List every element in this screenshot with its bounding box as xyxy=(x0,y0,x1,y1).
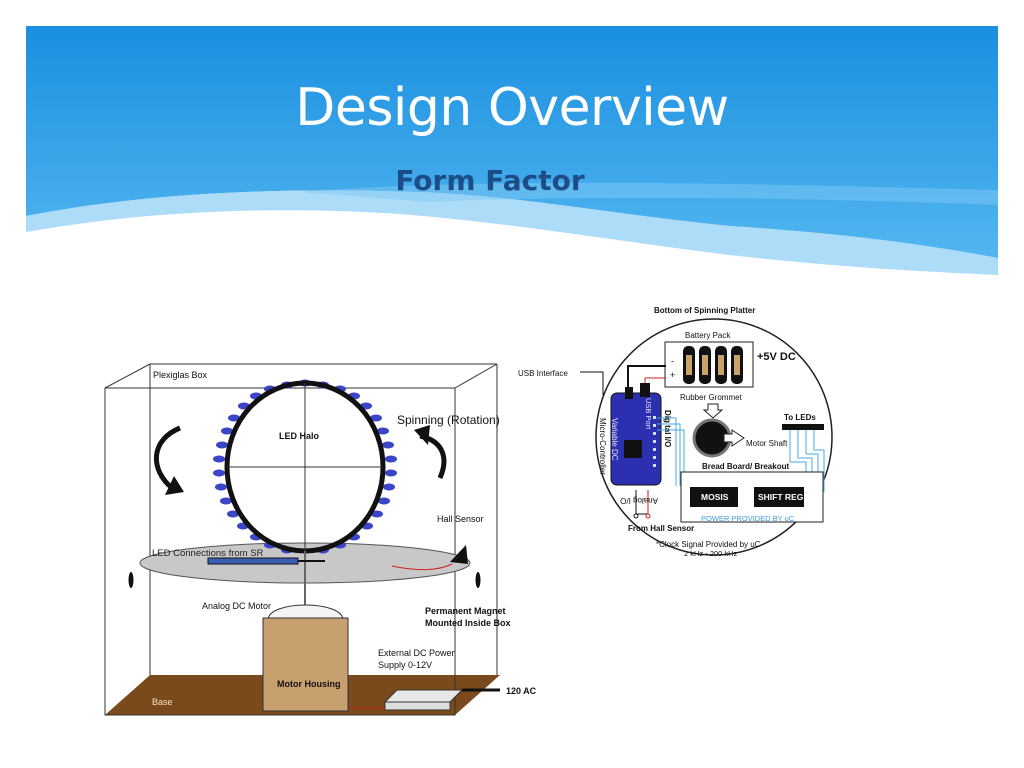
label-ext-power-1: External DC Power xyxy=(378,648,455,658)
label-power-provided: POWER PROVIDED BY uC xyxy=(701,514,795,523)
label-platter-title: Bottom of Spinning Platter xyxy=(654,306,755,315)
label-variable-dc: Variable DC xyxy=(610,418,619,461)
shift-reg-chip xyxy=(754,487,804,507)
label-shift-reg: SHIFT REG xyxy=(758,492,804,502)
banner-shape xyxy=(26,26,998,258)
label-magnet-2: Mounted Inside Box xyxy=(425,618,511,628)
rotation-arrow-left xyxy=(154,425,182,490)
mosis-chip xyxy=(690,487,738,507)
label-mosis: MOSIS xyxy=(701,492,729,502)
page-title: Design Overview xyxy=(295,78,729,138)
label-digital-io: Digital I/O xyxy=(663,410,672,447)
label-battery-pack: Battery Pack xyxy=(685,331,731,340)
label-minus: - xyxy=(671,356,674,366)
page-subtitle: Form Factor xyxy=(395,164,585,197)
banner-wave-highlight xyxy=(300,182,998,205)
label-bread-board: Bread Board/ Breakout xyxy=(702,462,789,471)
motor-housing xyxy=(262,617,349,712)
label-magnet-1: Permanent Magnet xyxy=(425,606,506,616)
label-rubber-grommet: Rubber Grommet xyxy=(680,393,743,402)
label-usb-port: USB Port xyxy=(644,398,653,430)
label-plexiglas-box: Plexiglas Box xyxy=(153,370,208,380)
label-clock-1: *Clock Signal Provided by uC xyxy=(656,540,761,549)
label-led-connections: LED Connections from SR xyxy=(152,548,264,559)
banner-wave xyxy=(26,190,998,275)
usb-port-connector xyxy=(625,387,633,399)
grommet-arrow xyxy=(702,403,724,419)
label-to-leds: To LEDs xyxy=(784,413,816,422)
label-ac: 120 AC xyxy=(506,686,537,696)
chip xyxy=(624,440,642,458)
label-analog-motor: Analog DC Motor xyxy=(202,601,271,611)
label-voltage: +5V DC xyxy=(757,351,796,363)
label-usb-interface: USB Interface xyxy=(518,369,568,378)
label-hall-sensor: Hall Sensor xyxy=(437,514,484,524)
digital-wires xyxy=(657,417,685,486)
label-clock-2: 2 kHz - 200 kHz xyxy=(684,549,738,558)
power-supply xyxy=(384,701,451,711)
label-plus: + xyxy=(670,370,675,380)
label-micro-controller: Micro-Controller xyxy=(598,418,607,475)
label-spinning: Spinning (Rotation) xyxy=(397,413,500,427)
header-banner xyxy=(26,26,998,275)
microcontroller-board[interactable] xyxy=(610,392,662,486)
label-ext-power-2: Supply 0-12V xyxy=(378,660,432,670)
label-from-hall: From Hall Sensor xyxy=(628,524,694,533)
label-motor-housing: Motor Housing xyxy=(277,679,341,689)
hall-sensor-shape xyxy=(450,545,468,564)
magnet-right xyxy=(475,572,481,588)
label-base: Base xyxy=(152,697,173,707)
label-motor-shaft: Motor Shaft xyxy=(746,439,788,448)
battery-cells xyxy=(683,346,743,384)
magnet-left xyxy=(128,572,134,588)
label-analog-io: Analog I/O xyxy=(620,496,658,505)
led-connector xyxy=(782,424,824,430)
label-led-halo: LED Halo xyxy=(279,431,320,441)
